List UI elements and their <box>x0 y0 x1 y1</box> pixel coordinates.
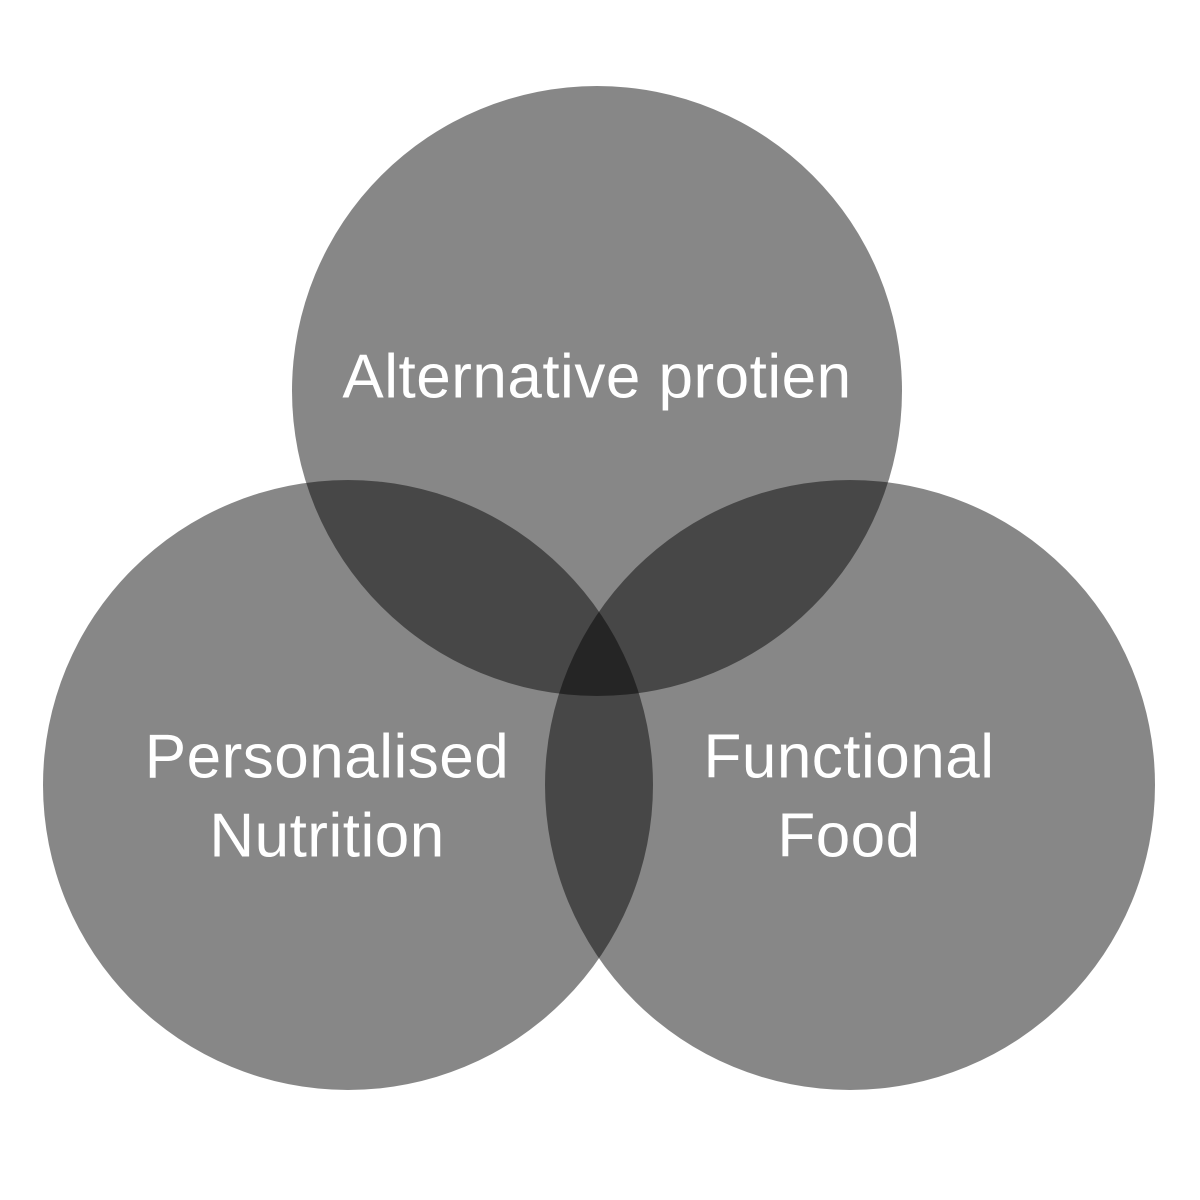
label-functional-food-line2: Food <box>777 802 921 871</box>
label-alternative-protein-line1: Alternative protien <box>342 342 852 412</box>
label-functional-food: Functional Food <box>703 718 994 877</box>
circle-functional-food <box>545 480 1155 1090</box>
circle-alternative-protein <box>292 86 902 696</box>
label-alternative-protein: Alternative protien <box>342 337 851 416</box>
label-personalised-nutrition-line2: Nutrition <box>209 802 445 871</box>
label-functional-food-line1: Functional <box>703 722 995 792</box>
label-personalised-nutrition-line1: Personalised <box>144 722 510 792</box>
label-personalised-nutrition: Personalised Nutrition <box>145 718 509 877</box>
circle-personalised-nutrition <box>43 480 653 1090</box>
